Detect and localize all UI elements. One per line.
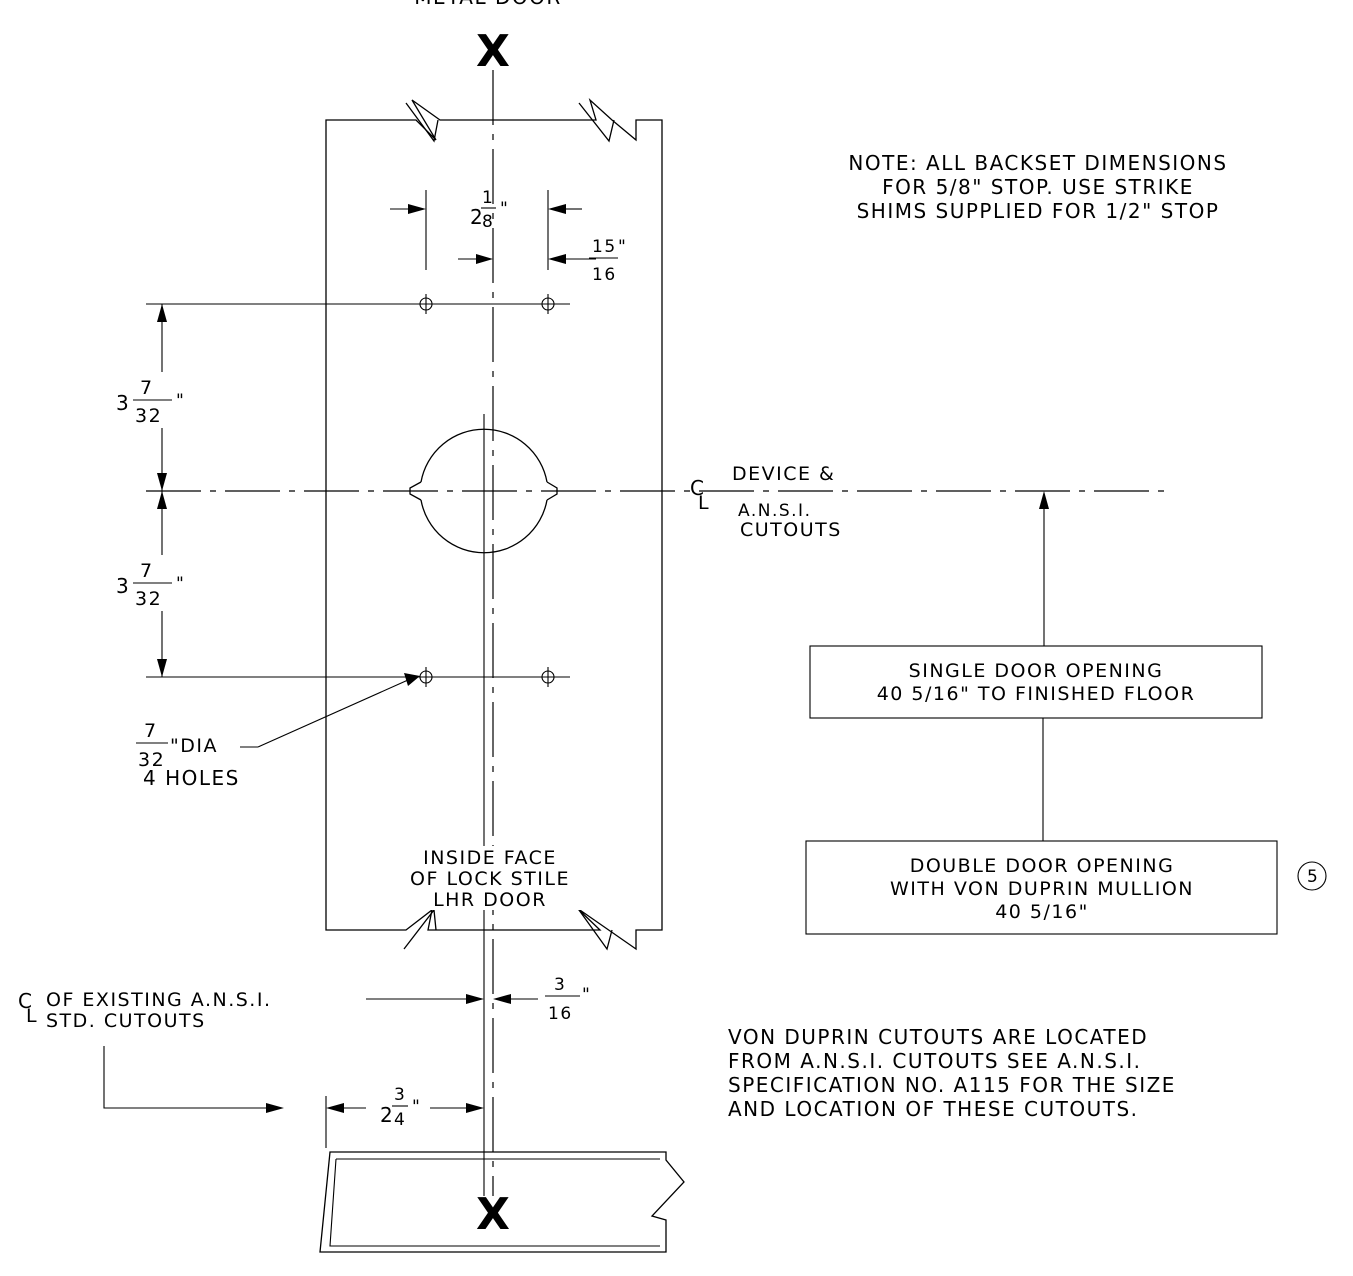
svg-text:C: C [690,476,705,500]
device-label-line1: DEVICE & [732,463,835,485]
bottom-width-dimension: 2 3 4 " [380,1085,421,1130]
single-door-leader-arrow [1039,491,1049,509]
svg-text:32: 32 [135,405,162,427]
double-door-box [805,840,1278,935]
svg-text:5: 5 [1307,867,1319,887]
svg-text:2: 2 [380,1103,394,1127]
vdim-arrow-mid-down [157,491,167,509]
existing-label-line2: STD. CUTOUTS [46,1010,206,1032]
frame-header [319,1151,685,1253]
sixteenth-dim-arrow [493,994,511,1004]
bottom-note-line2: FROM A.N.S.I. CUTOUTS SEE A.N.S.I. [728,1049,1142,1073]
svg-text:": " [582,985,591,1005]
holes-count: 4 HOLES [143,766,240,790]
svg-text:3: 3 [394,1085,406,1105]
top-x-marker: X [476,26,510,77]
top-dim-arrow-right-head [548,204,566,214]
svg-text:16: 16 [592,265,617,285]
bottom-dim-arrow-left [326,1103,344,1113]
stile-label-line2: OF LOCK STILE [410,868,570,890]
single-door-line2: 40 5/16" TO FINISHED FLOOR [877,683,1196,705]
svg-text:": " [500,199,509,219]
note-line1: NOTE: ALL BACKSET DIMENSIONS [848,151,1227,175]
svg-text:7: 7 [144,720,158,742]
upper-vertical-dimension: 3 7 32 " [116,377,185,427]
mounting-hole-top-left [419,294,433,314]
double-door-line3: 40 5/16" [995,901,1089,923]
svg-text:2: 2 [470,205,484,229]
svg-text:15: 15 [592,237,617,257]
svg-text:3: 3 [116,574,130,598]
svg-text:C: C [18,989,33,1013]
device-cylinder-cutout [409,428,558,554]
svg-text:16: 16 [548,1004,573,1024]
svg-text:7: 7 [140,560,154,582]
single-door-line1: SINGLE DOOR OPENING [909,660,1164,682]
bottom-x-marker: X [476,1189,510,1240]
callout-number-badge: 5 [1297,861,1327,891]
vdim-arrow-bottom [157,659,167,677]
svg-text:": " [176,574,185,594]
lower-vertical-dimension: 3 7 32 " [116,560,185,610]
top-break-mark-right [578,102,615,143]
bottom-offset-dimension: 3 16 " [545,975,591,1024]
bottom-break-mark-right [578,909,613,951]
svg-text:": " [176,391,185,411]
double-door-line2: WITH VON DUPRIN MULLION [890,878,1194,900]
existing-leader-arrow [466,994,484,1004]
svg-text:7: 7 [140,377,154,399]
device-centerline-symbol: C L [690,476,710,514]
frame-header-inner [329,1158,660,1247]
existing-down-leader-arrow [266,1103,284,1113]
device-label-line2: A.N.S.I. [738,501,811,521]
door-stile-outline [325,97,663,951]
existing-centerline-symbol: C L [18,989,38,1027]
note-line2: FOR 5/8" STOP. USE STRIKE [882,175,1194,199]
stile-label-line3: LHR DOOR [433,889,547,911]
svg-text:1: 1 [482,188,494,208]
note-line3: SHIMS SUPPLIED FOR 1/2" STOP [857,199,1220,223]
svg-text:L: L [26,1005,38,1027]
svg-text:3: 3 [116,391,130,415]
drawing-title: METAL DOOR [414,0,562,9]
svg-text:": " [618,237,627,257]
svg-text:3: 3 [554,975,566,995]
existing-label-line1: OF EXISTING A.N.S.I. [46,989,272,1011]
svg-text:32: 32 [138,749,165,771]
offset-dim-arrow-left-head [476,254,493,264]
mounting-hole-bottom-left [419,667,433,687]
mounting-hole-bottom-right [541,667,555,687]
bottom-dim-arrow-right [466,1103,484,1113]
offset-dim-arrow-right-head [548,254,566,264]
device-label-line3: CUTOUTS [740,519,842,541]
svg-text:32: 32 [135,588,162,610]
single-door-box [809,645,1263,719]
svg-text:"DIA: "DIA [170,735,218,757]
svg-text:L: L [698,492,710,514]
mounting-hole-top-right [541,294,555,314]
svg-text:": " [412,1097,421,1117]
svg-text:8: 8 [482,212,494,232]
vdim-arrow-mid-up [157,473,167,491]
top-dim-arrow-left-head [408,204,426,214]
svg-text:4: 4 [394,1110,406,1130]
top-break-mark-left [405,102,439,143]
bottom-note-line4: AND LOCATION OF THESE CUTOUTS. [728,1097,1139,1121]
vdim-arrow-top [157,304,167,322]
existing-down-leader [103,1046,268,1109]
top-width-dimension: 2 1 8 " [470,188,509,232]
bottom-note-line1: VON DUPRIN CUTOUTS ARE LOCATED [728,1025,1148,1049]
hole-diameter-callout: 7 32 "DIA [136,673,420,771]
top-offset-dimension: 15 16 " [589,237,627,285]
stile-label-line1: INSIDE FACE [423,847,557,869]
double-door-line1: DOUBLE DOOR OPENING [910,855,1175,877]
bottom-note-line3: SPECIFICATION NO. A115 FOR THE SIZE [728,1073,1176,1097]
